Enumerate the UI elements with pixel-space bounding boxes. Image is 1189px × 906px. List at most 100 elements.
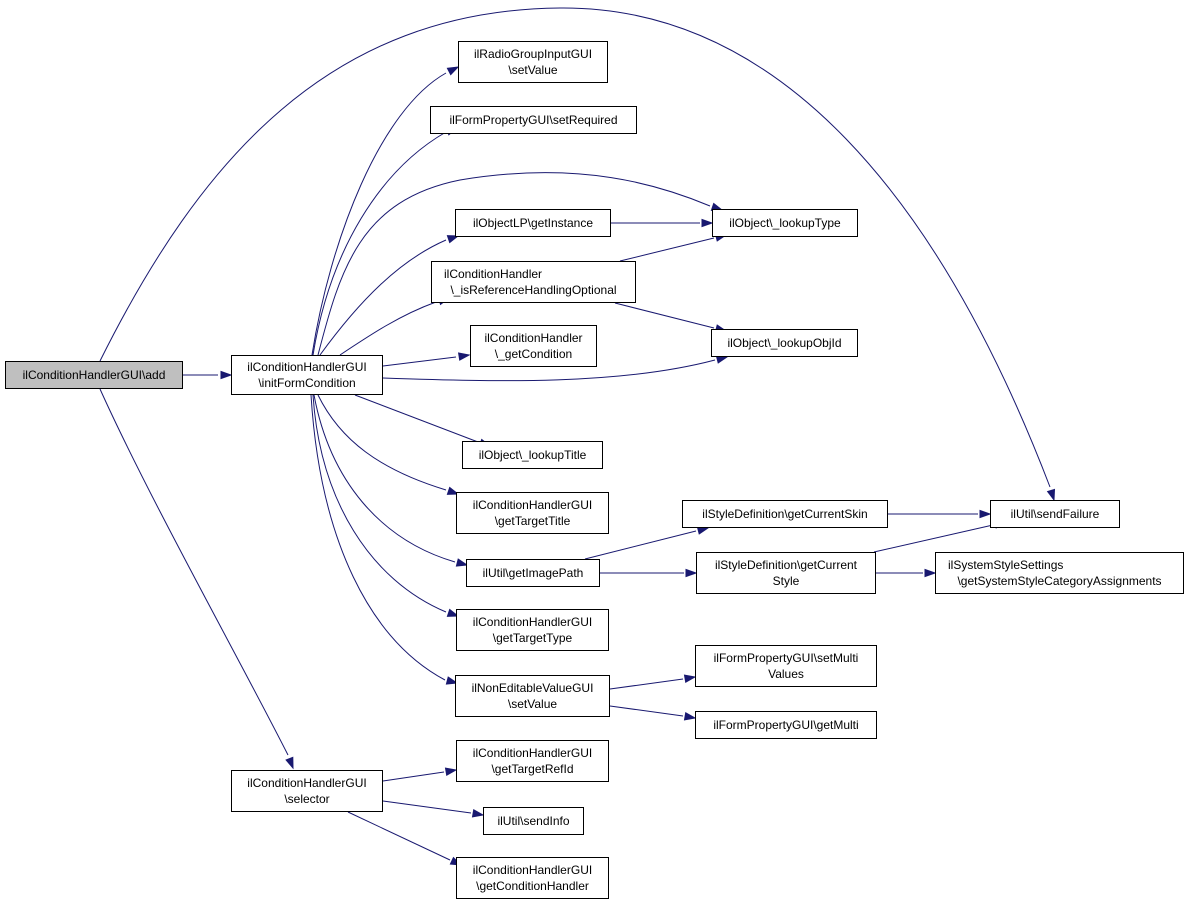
node-get-multi[interactable]: ilFormPropertyGUI\getMulti <box>695 711 877 739</box>
node-selector-line-1: ilConditionHandlerGUI <box>247 776 367 790</box>
edge-line <box>382 771 445 782</box>
edge-line <box>311 72 447 356</box>
edge-line <box>310 394 446 681</box>
edge-line <box>584 530 697 560</box>
node-get-condition-handler[interactable]: ilConditionHandlerGUI \getConditionHandl… <box>456 857 609 899</box>
node-send-info-line-1: ilUtil\sendInfo <box>497 814 570 828</box>
edge-line <box>873 524 994 553</box>
edge-getInstance-to-lookupType <box>611 218 714 228</box>
node-get-target-title-line-1: ilConditionHandlerGUI <box>472 498 593 512</box>
node-get-instance-line-1: ilObjectLP\getInstance <box>472 216 594 230</box>
node-add[interactable]: ilConditionHandlerGUI\add <box>5 361 183 389</box>
node-get-current-style-line-1: ilStyleDefinition\getCurrent <box>714 558 858 572</box>
edge-isRefHandling-to-lookupObjId <box>614 302 728 333</box>
arrowhead-icon <box>455 558 469 567</box>
edge-initFormCondition-to-nonEditSetValue <box>310 394 459 685</box>
edge-initFormCondition-to-radioSetValue <box>311 66 460 356</box>
node-get-current-skin[interactable]: ilStyleDefinition\getCurrentSkin <box>682 500 888 528</box>
node-system-style-settings-line-1: ilSystemStyleSettings <box>948 558 1064 572</box>
edge-initFormCondition-to-getTargetTitle <box>317 394 460 495</box>
edge-initFormCondition-to-isRefHandling <box>339 296 451 356</box>
node-get-current-style[interactable]: ilStyleDefinition\getCurrent Style <box>696 552 876 594</box>
node-get-image-path[interactable]: ilUtil\getImagePath <box>466 559 600 587</box>
edge-line <box>312 131 447 356</box>
node-lookup-type-line-1: ilObject\_lookupType <box>729 216 841 230</box>
node-init-form-condition[interactable]: ilConditionHandlerGUI \initFormCondition <box>231 355 383 395</box>
node-get-target-ref-id[interactable]: ilConditionHandlerGUI \getTargetRefId <box>456 740 609 782</box>
arrowhead-icon <box>446 66 460 76</box>
edge-add-to-selector <box>99 388 294 770</box>
arrowhead-icon <box>444 767 458 776</box>
edge-initFormCondition-to-setRequired <box>312 127 459 356</box>
arrowhead-icon <box>220 370 233 380</box>
node-send-failure-line-1: ilUtil\sendFailure <box>1010 507 1100 521</box>
node-selector[interactable]: ilConditionHandlerGUI \selector <box>231 770 383 812</box>
arrowhead-icon <box>979 509 992 519</box>
edge-getCurrentStyle-to-sendFailure <box>873 520 1007 553</box>
node-radio-set-value-line-2: \setValue <box>508 63 558 77</box>
edge-initFormCondition-to-lookupTitle <box>354 394 492 447</box>
edge-nonEditSetValue-to-setMultiValues <box>609 674 697 690</box>
node-radio-set-value[interactable]: ilRadioGroupInputGUI \setValue <box>458 41 608 83</box>
arrowhead-icon <box>685 568 698 578</box>
node-get-target-type[interactable]: ilConditionHandlerGUI \getTargetType <box>456 609 609 651</box>
node-add-line-1: ilConditionHandlerGUI\add <box>22 368 166 382</box>
node-get-target-ref-id-line-1: ilConditionHandlerGUI <box>472 746 593 760</box>
edge-line <box>313 394 456 563</box>
edge-initFormCondition-to-getInstance <box>319 235 460 356</box>
edge-nonEditSetValue-to-getMulti <box>609 705 697 721</box>
node-system-style-settings[interactable]: ilSystemStyleSettings \getSystemStyleCat… <box>935 552 1184 594</box>
node-get-condition-line-1: ilConditionHandler <box>484 331 583 345</box>
edge-line <box>609 678 684 690</box>
edge-selector-to-getTargetRefId <box>382 767 458 782</box>
node-init-form-condition-line-1: ilConditionHandlerGUI <box>247 360 367 374</box>
edge-line <box>614 302 715 329</box>
node-set-multi-values-line-2: Values <box>768 667 804 681</box>
node-send-failure[interactable]: ilUtil\sendFailure <box>990 500 1120 528</box>
arrowhead-icon <box>471 809 485 818</box>
node-get-target-title[interactable]: ilConditionHandlerGUI \getTargetTitle <box>456 492 609 534</box>
edge-line <box>619 237 715 262</box>
edge-line <box>312 394 447 613</box>
node-get-current-skin-line-1: ilStyleDefinition\getCurrentSkin <box>702 507 868 521</box>
node-lookup-title-line-1: ilObject\_lookupTitle <box>478 448 587 462</box>
edge-line <box>609 705 684 717</box>
node-set-multi-values[interactable]: ilFormPropertyGUI\setMulti Values <box>695 645 877 687</box>
node-get-target-title-line-2: \getTargetTitle <box>494 514 571 528</box>
arrowhead-icon <box>446 235 460 244</box>
edge-getImagePath-to-getCurrentStyle <box>600 568 698 578</box>
edge-initFormCondition-to-getCondition <box>382 352 471 367</box>
node-lookup-type[interactable]: ilObject\_lookupType <box>712 209 858 237</box>
node-set-multi-values-line-1: ilFormPropertyGUI\setMulti <box>713 651 859 665</box>
edge-getCurrentStyle-to-sysStyle <box>876 568 937 578</box>
node-is-reference-handling-optional[interactable]: ilConditionHandler \_isReferenceHandling… <box>431 261 636 303</box>
arrowhead-icon <box>446 486 460 495</box>
node-get-condition-handler-line-1: ilConditionHandlerGUI <box>472 863 593 877</box>
edge-line <box>382 356 457 367</box>
node-lookup-obj-id-line-1: ilObject\_lookupObjId <box>727 336 842 350</box>
arrowhead-icon <box>683 712 697 721</box>
edge-initFormCondition-to-getImagePath <box>313 394 469 567</box>
node-set-required[interactable]: ilFormPropertyGUI\setRequired <box>430 106 637 134</box>
node-get-target-type-line-1: ilConditionHandlerGUI <box>472 615 593 629</box>
node-get-instance[interactable]: ilObjectLP\getInstance <box>455 209 611 237</box>
node-get-condition-line-2: \_getCondition <box>494 347 573 361</box>
node-send-info[interactable]: ilUtil\sendInfo <box>483 807 584 835</box>
node-is-reference-handling-optional-line-1: ilConditionHandler <box>444 267 543 281</box>
edge-add-to-sendFailure <box>99 7 1056 502</box>
node-lookup-obj-id[interactable]: ilObject\_lookupObjId <box>711 329 858 357</box>
node-non-editable-set-value[interactable]: ilNonEditableValueGUI \setValue <box>455 675 610 717</box>
node-get-target-type-line-2: \getTargetType <box>492 631 573 645</box>
edge-initFormCondition-to-getTargetType <box>312 394 460 617</box>
node-radio-set-value-line-1: ilRadioGroupInputGUI <box>473 47 593 61</box>
arrowhead-icon <box>701 218 714 228</box>
node-get-current-style-line-2: Style <box>772 574 800 588</box>
arrowhead-icon <box>445 676 459 685</box>
edge-line <box>99 7 1051 488</box>
node-lookup-title[interactable]: ilObject\_lookupTitle <box>462 441 603 469</box>
edge-isRefHandling-to-lookupType <box>619 233 728 262</box>
arrowhead-icon <box>1046 488 1056 502</box>
node-is-reference-handling-optional-line-2: \_isReferenceHandlingOptional <box>450 283 617 297</box>
node-get-condition[interactable]: ilConditionHandler \_getCondition <box>470 325 597 367</box>
